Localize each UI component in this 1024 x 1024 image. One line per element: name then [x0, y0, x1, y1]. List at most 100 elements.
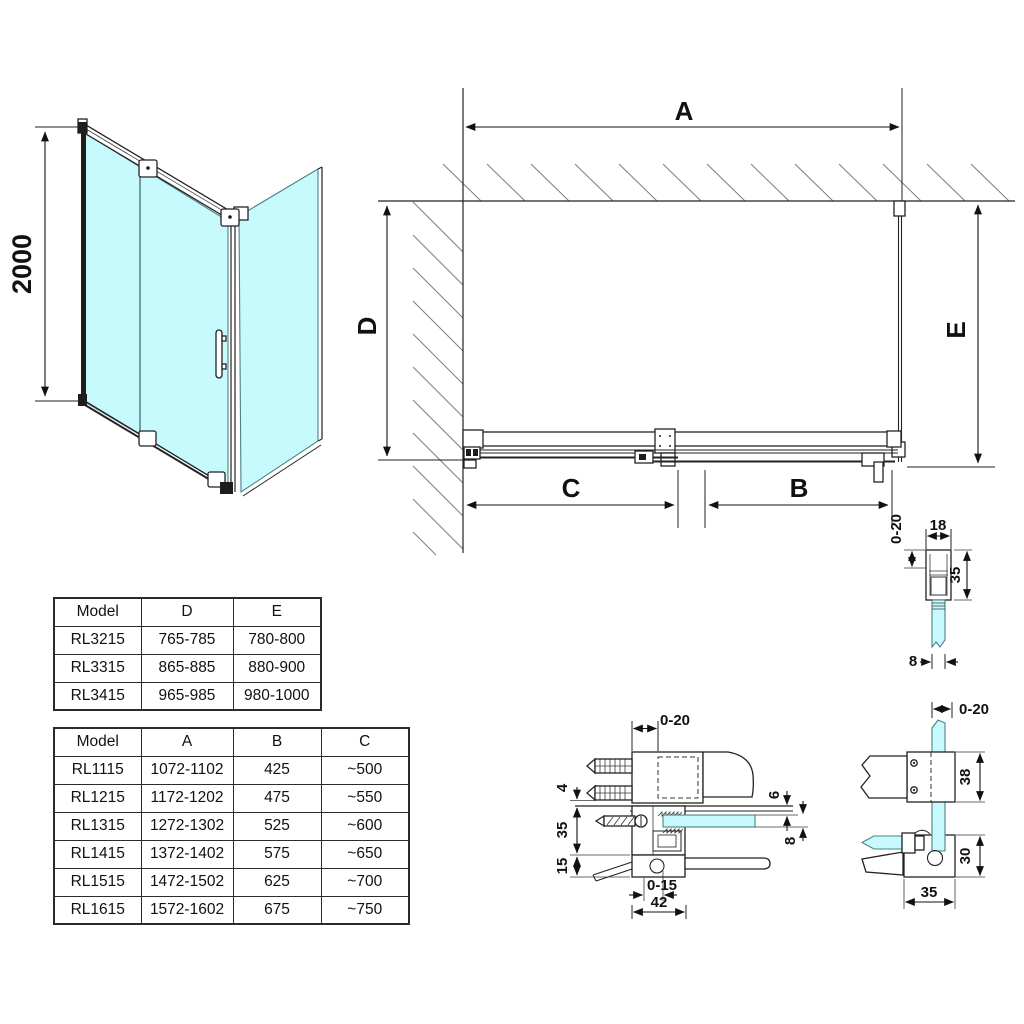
glass-pane — [931, 599, 946, 649]
table-cell: 525 — [232, 811, 322, 841]
horizontal-glass-pane — [860, 835, 903, 850]
base-height-label: 15 — [554, 858, 571, 875]
gap-label: 6 — [766, 791, 783, 799]
base-width-label: 35 — [921, 884, 938, 901]
table-cell: ~600 — [320, 811, 410, 841]
glass-pane — [662, 814, 756, 828]
wall-bracket — [631, 751, 754, 804]
table-cell: 880-900 — [232, 653, 322, 683]
table-cell: 1372-1402 — [140, 839, 234, 869]
plan-width-label: A — [675, 96, 694, 126]
base-width-label: 42 — [651, 894, 668, 911]
tray-edge — [861, 851, 904, 876]
anchor-offset-dimension: 4 — [554, 783, 595, 820]
base-width-dimension: 42 — [631, 894, 687, 919]
bracket-height-dimension: 38 — [956, 751, 985, 803]
plan-door-width-label: B — [790, 473, 809, 503]
detail-corner-drawing: 0-20 38 30 — [860, 701, 989, 909]
detail-bottom-profile-drawing: 0-20 4 — [554, 712, 808, 919]
bracket-height-label: 38 — [957, 769, 974, 786]
adjust-dimension: 0-20 — [931, 701, 989, 718]
gap-dimension: 6 — [755, 791, 798, 831]
width-dimension: 18 — [925, 517, 952, 549]
plan-view-drawing: A D E — [352, 88, 1015, 556]
profile-body — [575, 805, 793, 856]
table-cell: 1272-1302 — [140, 811, 234, 841]
table-cell: 1572-1602 — [140, 895, 234, 925]
table-cell: 625 — [232, 867, 322, 897]
table-cell: RL1115 — [53, 755, 142, 785]
base-height-label: 30 — [957, 848, 974, 865]
width-label: 18 — [930, 517, 947, 534]
table-cell: 475 — [232, 783, 322, 813]
side-glass-panel — [238, 166, 323, 497]
wall-profile-body — [925, 549, 952, 601]
table-cell: RL1515 — [53, 867, 142, 897]
isometric-view-drawing: 2000 — [7, 118, 323, 497]
lower-assembly — [860, 829, 944, 876]
anchor-offset-label: 4 — [554, 783, 571, 792]
table-cell: 575 — [232, 839, 322, 869]
iso-height-label: 2000 — [7, 234, 37, 294]
plan-depth-left-label: D — [352, 317, 382, 336]
table-cell: RL1415 — [53, 839, 142, 869]
roller-bracket — [138, 430, 157, 447]
adjust-label: 0-20 — [888, 514, 905, 544]
table-cell: RL3415 — [53, 681, 142, 711]
table-cell: ~550 — [320, 783, 410, 813]
door-handle — [215, 329, 227, 379]
side-panel-break — [860, 755, 908, 799]
adjust-label: 0-20 — [959, 701, 989, 718]
table-cell: ~750 — [320, 895, 410, 925]
glass-thickness-label: 8 — [782, 837, 799, 845]
glass-thickness-dimension: 8 — [909, 653, 958, 670]
table-cell: RL1615 — [53, 895, 142, 925]
adjust-label: 0-20 — [660, 712, 690, 729]
plan-fixed-width-label: C — [562, 473, 581, 503]
profile-height-label: 35 — [554, 822, 571, 839]
table-cell: 965-985 — [140, 681, 234, 711]
table-cell: 780-800 — [232, 625, 322, 655]
table-cell: 425 — [232, 755, 322, 785]
clamp-bracket — [860, 751, 956, 803]
door-bottom-bar — [684, 857, 771, 870]
door-rail-assembly — [462, 428, 902, 483]
roller-wheel — [649, 858, 665, 874]
column-header: E — [232, 597, 322, 627]
left-wall-profile — [78, 122, 87, 406]
door-edge-silhouette — [702, 751, 754, 798]
base-width-dimension: 35 — [903, 879, 956, 909]
roller-wheel — [926, 849, 944, 867]
dimension-c: C — [466, 470, 679, 528]
travel-label: 0-15 — [647, 877, 677, 894]
column-header: D — [140, 597, 234, 627]
height-dimension: 2000 — [7, 126, 89, 402]
depth-label: 35 — [947, 567, 964, 584]
wall-bracket — [893, 200, 906, 217]
table-cell: RL3215 — [53, 625, 142, 655]
dimension-d: D — [352, 205, 463, 461]
wall-hatching — [412, 163, 1010, 556]
table-cell: 1072-1102 — [140, 755, 234, 785]
wall-anchors — [586, 757, 633, 802]
column-header: Model — [53, 597, 142, 627]
table-cell: ~500 — [320, 755, 410, 785]
table-cell: ~650 — [320, 839, 410, 869]
tray-edge — [592, 861, 633, 882]
table-cell: RL1315 — [53, 811, 142, 841]
dimension-b: B — [704, 470, 893, 528]
column-header: A — [140, 727, 234, 757]
wall-lines — [378, 88, 1015, 553]
column-header: B — [232, 727, 322, 757]
side-panel-plan — [891, 200, 906, 462]
table-cell: RL1215 — [53, 783, 142, 813]
base-height-dimension: 30 — [956, 834, 985, 878]
table-cell: 1172-1202 — [140, 783, 234, 813]
